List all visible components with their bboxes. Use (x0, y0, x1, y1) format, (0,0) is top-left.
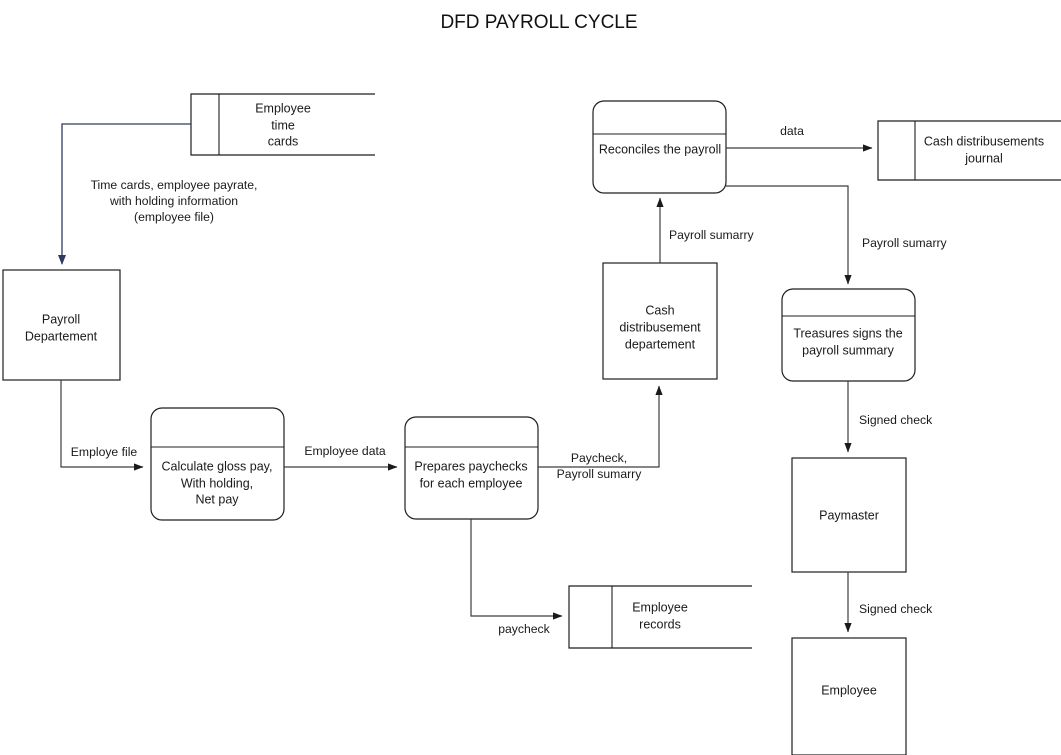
node-prepares-paychecks[interactable]: Prepares paychecks for each employee (404, 416, 539, 520)
node-payroll-departement[interactable]: Payroll Departement (2, 269, 121, 381)
node-label: Paymaster (819, 508, 879, 522)
flow-label: Payroll sumarry (669, 228, 755, 242)
node-label: for each employee (420, 476, 523, 490)
node-label: Cash distribusements (924, 134, 1044, 148)
flow-reconciles-to-treasurer: Payroll sumarry (726, 185, 948, 285)
flow-prepares-to-employee-records: paycheck (470, 519, 563, 636)
node-label: Payroll (42, 312, 80, 326)
node-label: Calculate gloss pay, (162, 459, 273, 473)
node-label: Treasures signs the (793, 326, 902, 340)
node-label: records (639, 617, 681, 631)
flow-label: paycheck (498, 622, 550, 636)
node-employee[interactable]: Employee (791, 637, 907, 755)
flow-paymaster-to-employee: Signed check (844, 572, 933, 633)
node-label: cards (268, 134, 299, 148)
node-treasurer-signs[interactable]: Treasures signs the payroll summary (781, 288, 916, 382)
node-cash-disbursements-journal[interactable]: Cash distribusements journal (877, 120, 1061, 181)
flow-label: Employe file (71, 445, 138, 459)
node-label: Reconciles the payroll (599, 142, 721, 156)
flow-label: Signed check (859, 413, 933, 427)
flow-timecards-to-payroll: Time cards, employee payrate, with holdi… (58, 123, 258, 265)
flow-cashdept-to-reconciles: Payroll sumarry (656, 197, 755, 263)
flow-label: Payroll sumarry (862, 236, 948, 250)
node-employee-time-cards[interactable]: Employee time cards (190, 93, 375, 156)
flow-label: Payroll sumarry (557, 467, 643, 481)
node-label: Net pay (195, 492, 239, 506)
node-label: distribusement (619, 320, 701, 334)
page-title: DFD PAYROLL CYCLE (440, 12, 637, 33)
node-label: time (271, 118, 295, 132)
node-label: Employee (821, 683, 877, 697)
flow-treasurer-to-paymaster: Signed check (844, 381, 933, 453)
flow-payroll-to-calculate: Employe file (60, 380, 144, 471)
flow-label: with holding information (109, 194, 238, 208)
node-paymaster[interactable]: Paymaster (791, 457, 907, 573)
node-label: journal (964, 151, 1003, 165)
flow-label: Time cards, employee payrate, (91, 178, 258, 192)
node-employee-records[interactable]: Employee records (568, 585, 752, 649)
node-label: With holding, (181, 476, 253, 490)
node-calculate-gross-pay[interactable]: Calculate gloss pay, With holding, Net p… (150, 407, 285, 521)
node-label: Departement (25, 329, 98, 343)
node-label: Employee (632, 600, 688, 614)
node-label: Prepares paychecks (414, 459, 527, 473)
flow-label: Signed check (859, 602, 933, 616)
flow-label: Paycheck, (571, 451, 627, 465)
flow-label: data (780, 124, 804, 138)
flow-label: (employee file) (134, 210, 214, 224)
node-label: payroll summary (802, 343, 894, 357)
flow-calculate-to-prepares: Employee data (284, 444, 398, 471)
node-label: departement (625, 337, 696, 351)
node-label: Cash (645, 303, 674, 317)
flow-reconciles-to-journal: data (726, 124, 873, 152)
node-label: Employee (255, 101, 311, 115)
node-cash-disbursement-departement[interactable]: Cash distribusement departement (602, 262, 718, 380)
node-reconciles-payroll[interactable]: Reconciles the payroll (592, 100, 727, 194)
flow-label: Employee data (304, 444, 386, 458)
flow-prepares-to-cash-dept: Paycheck, Payroll sumarry (538, 385, 663, 481)
